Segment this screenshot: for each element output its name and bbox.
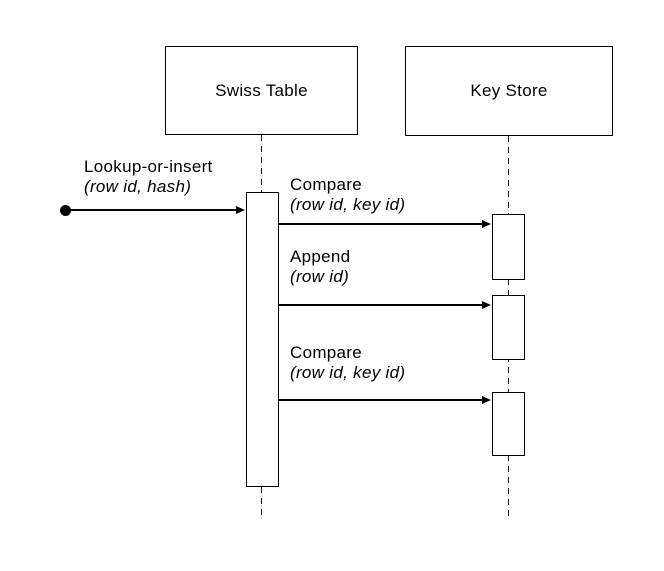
actor-label-swiss-table: Swiss Table bbox=[215, 80, 308, 100]
actor-box-swiss-table: Swiss Table bbox=[165, 46, 358, 135]
message-line-compare-1 bbox=[279, 223, 483, 225]
message-label-compare-1: Compare (row id, key id) bbox=[290, 175, 405, 215]
arrowhead-icon bbox=[482, 220, 491, 228]
message-name: Append bbox=[290, 247, 351, 266]
arrowhead-icon bbox=[482, 396, 491, 404]
actor-box-key-store: Key Store bbox=[405, 46, 613, 136]
message-line-compare-2 bbox=[279, 399, 483, 401]
message-line-lookup-or-insert bbox=[65, 209, 237, 211]
message-line-append bbox=[279, 304, 483, 306]
message-name: Lookup-or-insert bbox=[84, 157, 213, 176]
arrowhead-icon bbox=[236, 206, 245, 214]
activation-bar-key-store-1 bbox=[492, 214, 525, 280]
message-name: Compare bbox=[290, 175, 363, 194]
message-name: Compare bbox=[290, 343, 363, 362]
message-args: (row id, hash) bbox=[84, 177, 192, 196]
actor-label-key-store: Key Store bbox=[470, 81, 548, 100]
message-args: (row id, key id) bbox=[290, 363, 406, 382]
message-label-compare-2: Compare (row id, key id) bbox=[290, 343, 405, 383]
activation-bar-key-store-3 bbox=[492, 392, 525, 456]
message-args: (row id) bbox=[290, 267, 350, 286]
message-args: (row id, key id) bbox=[290, 195, 406, 214]
activation-bar-key-store-2 bbox=[492, 295, 525, 360]
message-label-append: Append (row id) bbox=[290, 247, 350, 287]
arrowhead-icon bbox=[482, 301, 491, 309]
activation-bar-swiss-table bbox=[246, 192, 279, 487]
message-label-lookup-or-insert: Lookup-or-insert (row id, hash) bbox=[84, 157, 213, 197]
